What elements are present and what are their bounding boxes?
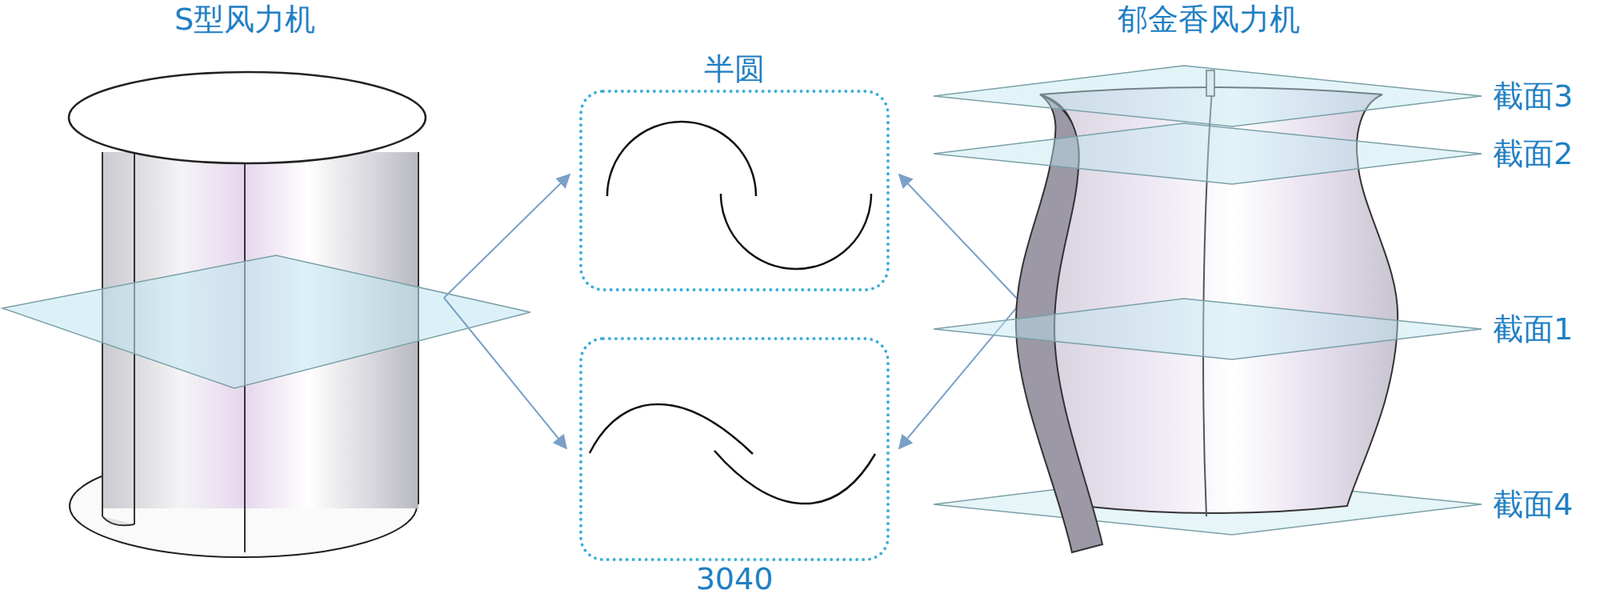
leader-arrows bbox=[444, 174, 1021, 448]
section-label: 截面1 bbox=[1492, 312, 1573, 347]
title-label: 郁金香风力机 bbox=[1117, 3, 1300, 37]
section-label: 截面3 bbox=[1492, 80, 1573, 114]
section-box: 3040 bbox=[579, 336, 890, 561]
tulip-turbine bbox=[933, 65, 1482, 552]
blade-profiles bbox=[589, 121, 876, 504]
section-label: 截面2 bbox=[1492, 137, 1573, 172]
box-heading: 半圆 bbox=[582, 52, 887, 87]
title-label: S型风力机 bbox=[174, 3, 316, 37]
s-turbine bbox=[2, 72, 531, 557]
box-heading: 3040 bbox=[582, 562, 887, 596]
section-box: 半圆 bbox=[579, 89, 890, 292]
section-label: 截面4 bbox=[1492, 488, 1573, 522]
